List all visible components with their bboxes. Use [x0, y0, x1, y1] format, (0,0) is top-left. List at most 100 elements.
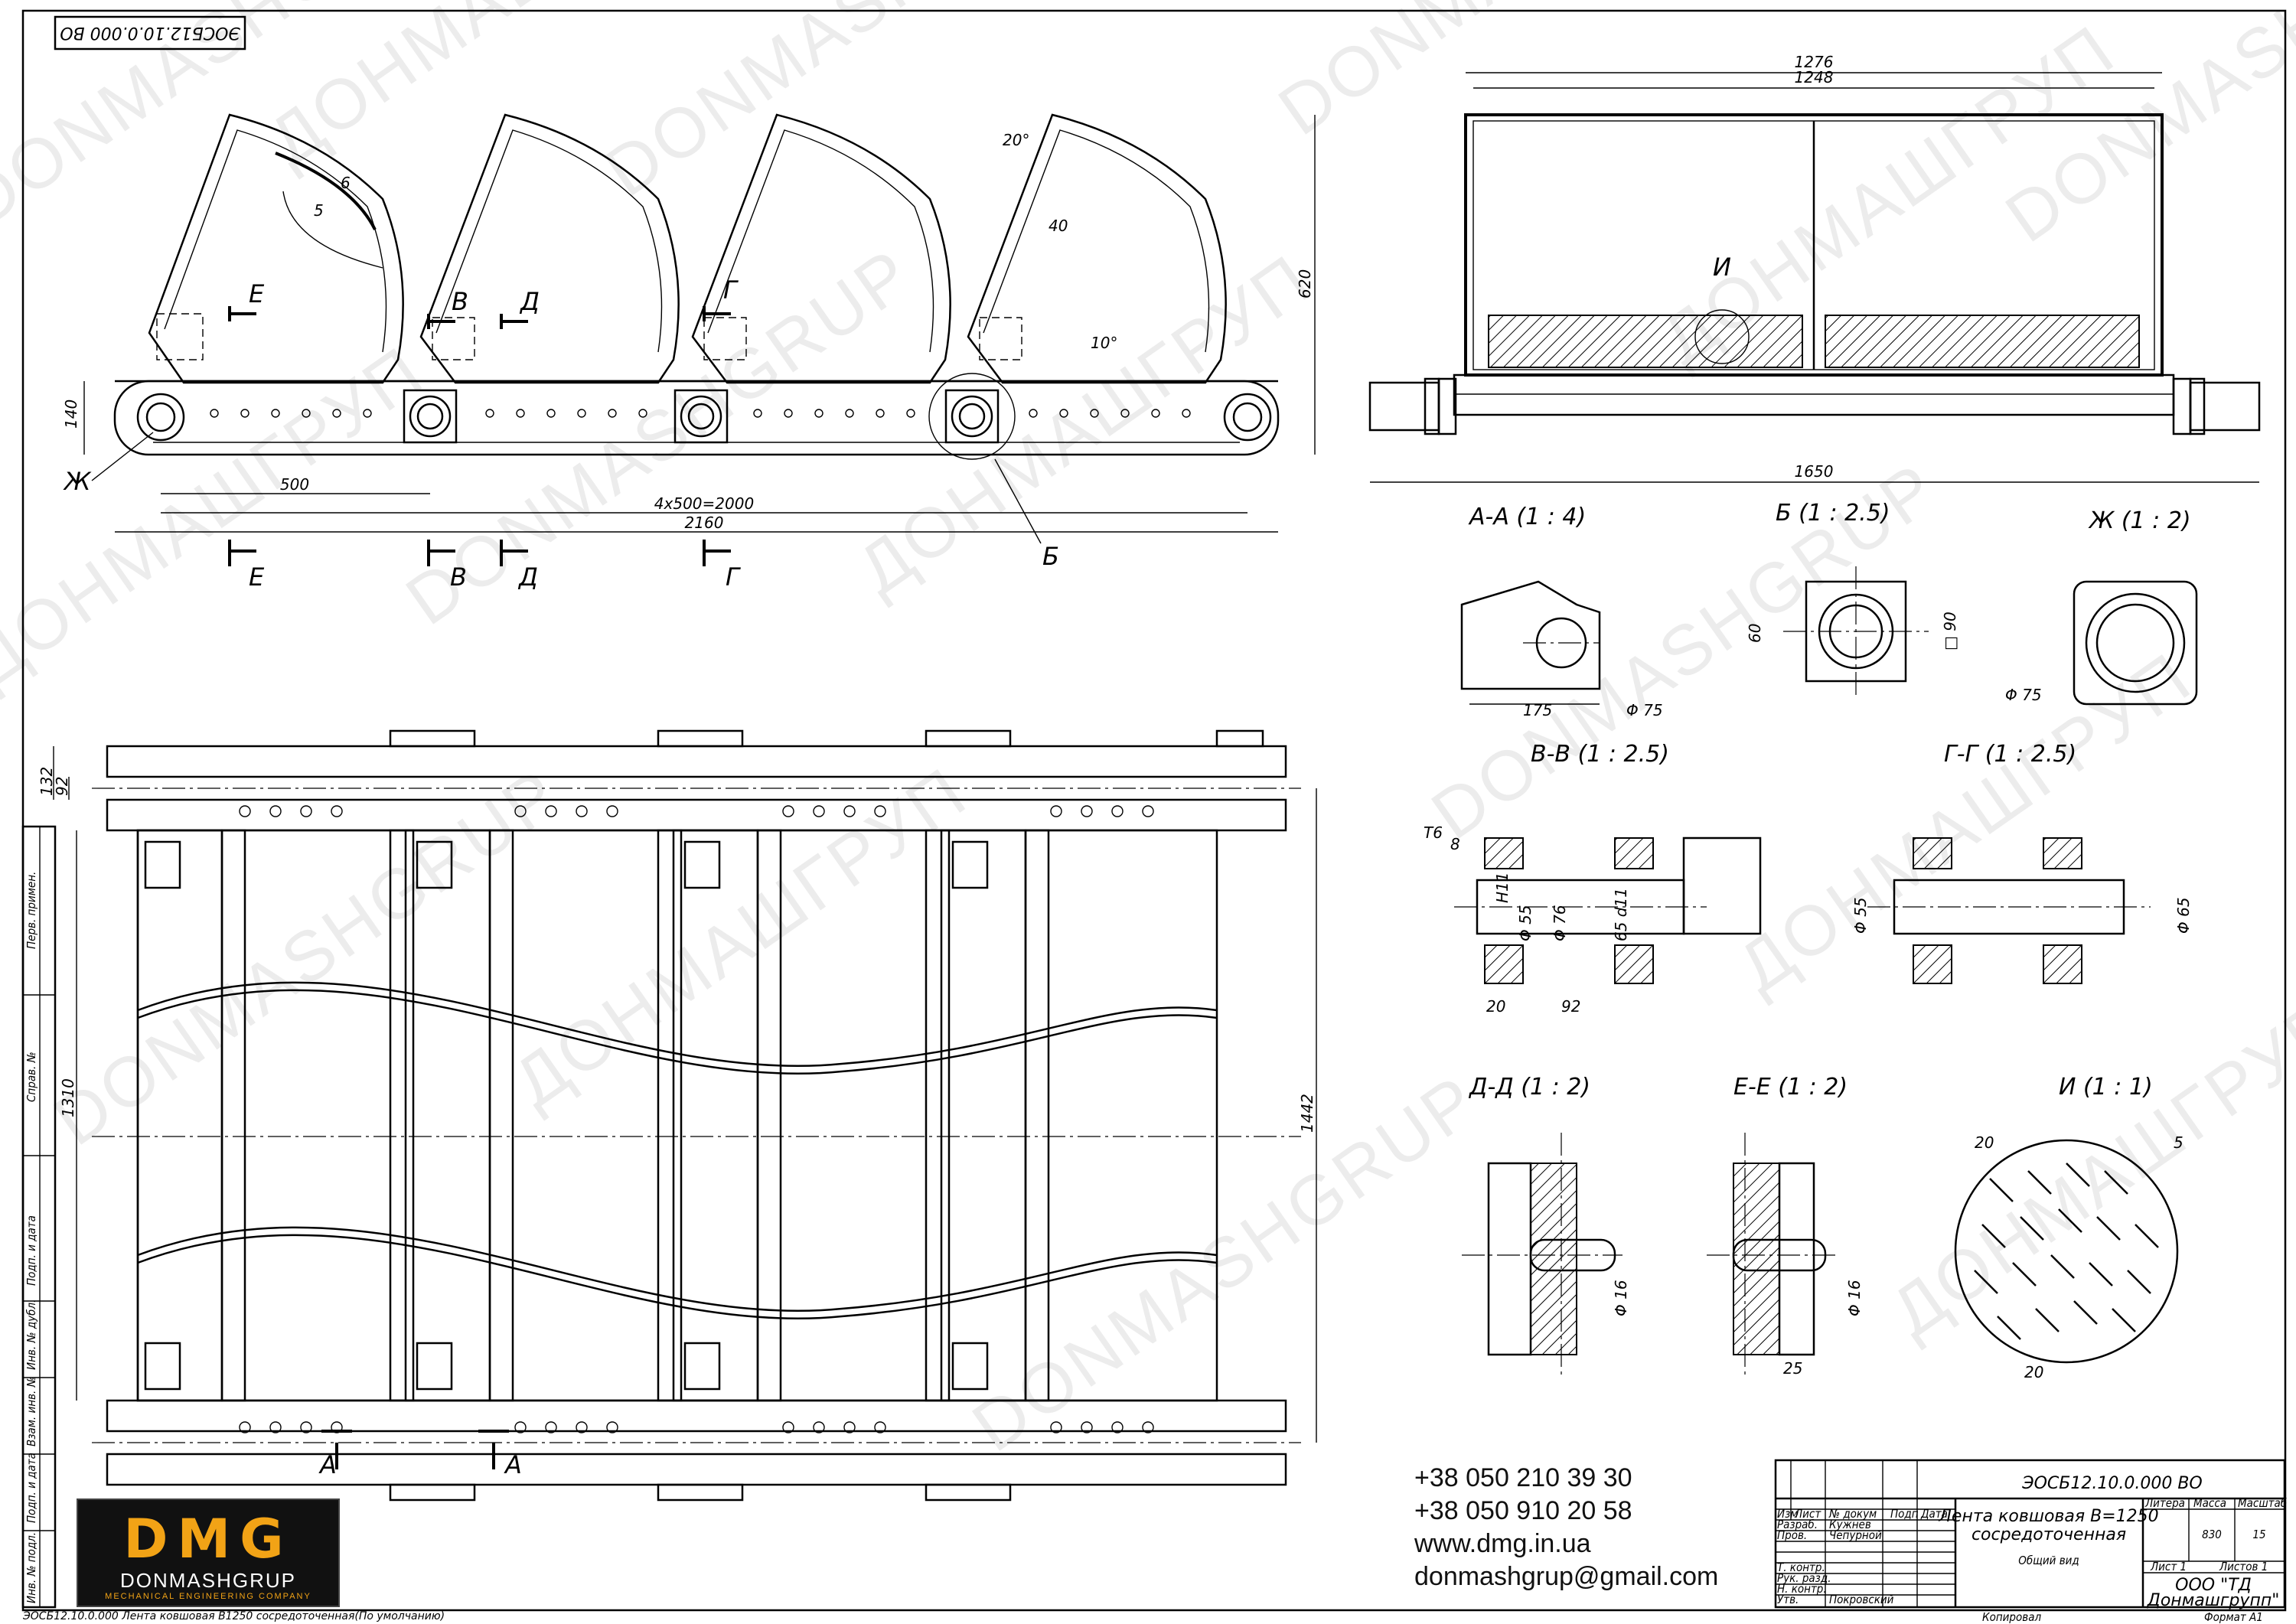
svg-text:20: 20: [2024, 1363, 2043, 1381]
sheet-border: [21, 9, 2287, 1612]
watermark: DONMASHGRUP: [1265, 0, 1799, 150]
svg-text:20°: 20°: [1003, 131, 1029, 149]
svg-text:Φ 75: Φ 75: [1626, 701, 1663, 719]
svg-text:Кужнев: Кужнев: [1829, 1518, 1871, 1531]
bucket: [967, 113, 1227, 384]
svg-text:Листов 1: Листов 1: [2219, 1560, 2268, 1573]
svg-text:Взам. инв. №: Взам. инв. №: [24, 1376, 38, 1446]
svg-text:□ 90: □ 90: [1941, 611, 1959, 651]
svg-text:Е: Е: [249, 279, 265, 308]
drawing-code-rotated: ЭОСБ12.10.0.000 ВО: [60, 23, 241, 42]
svg-text:40: 40: [1049, 217, 1068, 235]
view-title: А-А (1 : 4): [1468, 504, 1586, 530]
svg-text:1650: 1650: [1795, 462, 1834, 481]
watermark: DONMASHGRUP: [959, 1060, 1492, 1466]
svg-text:60: 60: [1746, 624, 1764, 643]
svg-text:Подп. и дата: Подп. и дата: [24, 1453, 38, 1523]
svg-text:Инв. № дубл.: Инв. № дубл.: [24, 1300, 38, 1370]
drawing-code-box: [54, 15, 246, 51]
svg-text:Копировал: Копировал: [1982, 1610, 2041, 1624]
svg-text:Дата: Дата: [1920, 1507, 1948, 1521]
svg-text:1276: 1276: [1795, 53, 1834, 71]
svg-text:132: 132: [38, 767, 56, 796]
svg-text:140: 140: [62, 399, 80, 429]
watermark: DONMASHGRUP: [592, 0, 1125, 211]
side-view: 500 4x500=2000 2160 140 620 20° 40 10° 5…: [62, 113, 1316, 592]
view-title: Б (1 : 2.5): [1776, 500, 1890, 527]
title-line-2: сосредоточенная: [1971, 1525, 2126, 1544]
svg-text:1310: 1310: [59, 1078, 77, 1117]
watermark: ДОНМАШГРУП: [1877, 982, 2296, 1352]
svg-text:№ докум: № докум: [1828, 1507, 1877, 1521]
svg-text:В: В: [450, 563, 467, 592]
svg-text:Т6: Т6: [1424, 823, 1443, 842]
watermark: DONMASHGRUP: [41, 754, 574, 1160]
svg-text:Литера: Литера: [2144, 1496, 2185, 1510]
svg-text:Покровский: Покровский: [1829, 1593, 1894, 1606]
svg-text:Е: Е: [249, 563, 265, 592]
svg-text:Н. контр.: Н. контр.: [1777, 1582, 1827, 1596]
website-link[interactable]: www.dmg.in.ua: [1414, 1529, 1591, 1558]
logo-tagline: MECHANICAL ENGINEERING COMPANY: [105, 1592, 311, 1601]
svg-text:Г: Г: [726, 563, 741, 592]
section-b: Б (1 : 2.5) 60 □ 90: [1746, 500, 1959, 696]
svg-text:Разраб.: Разраб.: [1777, 1518, 1818, 1531]
svg-text:Масштаб: Масштаб: [2238, 1496, 2287, 1510]
plan-view: 92 132 1310 1442 А А: [38, 729, 1317, 1502]
title-block: ЭОСБ12.10.0.000 ВО Литера Масса Масштаб …: [1774, 1459, 2287, 1624]
svg-text:Справ. №: Справ. №: [24, 1052, 38, 1102]
watermark: ДОНМАШГРУП: [0, 331, 438, 701]
svg-text:Чепурной: Чепурной: [1829, 1528, 1882, 1542]
svg-text:92: 92: [1561, 997, 1580, 1016]
svg-text:Б: Б: [1042, 542, 1059, 571]
bucket: [691, 113, 951, 384]
svg-text:Подп. и дата: Подп. и дата: [24, 1215, 38, 1286]
side-strip: Перв. примен. Справ. № Подп. и дата Инв.…: [21, 825, 57, 1609]
svg-text:Д: Д: [519, 287, 540, 316]
svg-text:5: 5: [314, 201, 324, 220]
view-title: В-В (1 : 2.5): [1531, 741, 1669, 768]
section-gg: Г-Г (1 : 2.5) Φ 55 Φ 65: [1851, 741, 2193, 984]
svg-text:10°: 10°: [1091, 334, 1117, 352]
svg-text:Изм: Изм: [1777, 1507, 1798, 1521]
svg-text:Φ 65: Φ 65: [2174, 897, 2193, 934]
email-link[interactable]: donmashgrup@gmail.com: [1414, 1562, 1719, 1591]
company-line-1: ООО "ТД: [2175, 1576, 2252, 1595]
watermark: ДОНМАШГРУП: [1724, 638, 2206, 1007]
svg-text:Лист: Лист: [1794, 1507, 1821, 1521]
svg-text:Г: Г: [723, 276, 739, 305]
title-line-1: Лента ковшовая В=1250: [1938, 1507, 2158, 1526]
svg-text:Формат А1: Формат А1: [2204, 1610, 2263, 1624]
view-title: Е-Е (1 : 2): [1733, 1074, 1848, 1101]
svg-text:Д: Д: [517, 563, 538, 592]
section-zh: Ж (1 : 2) Φ 75: [2005, 507, 2198, 706]
mass-value: 830: [2202, 1528, 2222, 1541]
svg-text:Φ 76: Φ 76: [1551, 905, 1569, 941]
svg-text:20: 20: [1486, 997, 1505, 1016]
svg-text:175: 175: [1523, 701, 1552, 719]
svg-text:92: 92: [53, 777, 71, 796]
svg-text:Φ 55: Φ 55: [1851, 897, 1870, 934]
svg-text:Φ 55: Φ 55: [1516, 905, 1534, 941]
svg-text:1248: 1248: [1795, 68, 1834, 86]
phone-1: +38 050 210 39 30: [1414, 1463, 1632, 1492]
section-aa: А-А (1 : 4) 175 Φ 75: [1460, 504, 1663, 719]
svg-text:Рук. разд.: Рук. разд.: [1777, 1571, 1831, 1585]
section-ee: Е-Е (1 : 2) Φ 16 25: [1707, 1074, 1864, 1378]
svg-text:Инв. № подл.: Инв. № подл.: [24, 1532, 38, 1603]
svg-text:65 d11: 65 d11: [1612, 888, 1630, 941]
svg-text:Пров.: Пров.: [1777, 1528, 1807, 1542]
svg-text:1442: 1442: [1298, 1094, 1316, 1133]
svg-text:Φ 75: Φ 75: [2005, 686, 2042, 704]
svg-text:620: 620: [1296, 269, 1314, 298]
view-title: Ж (1 : 2): [2088, 507, 2191, 534]
svg-text:5: 5: [2174, 1133, 2183, 1152]
section-dd: Д-Д (1 : 2) Φ 16: [1462, 1074, 1630, 1378]
watermark: ДОНМАШГРУП: [500, 752, 981, 1122]
file-caption: ЭОСБ12.10.0.000 Лента ковшовая В1250 сос…: [23, 1610, 445, 1622]
company-logo: DMG DONMASHGRUP MECHANICAL ENGINEERING C…: [77, 1498, 340, 1607]
svg-text:Утв.: Утв.: [1777, 1593, 1799, 1606]
watermark-layer: DONMASHGRUP ДОНМАШГРУП DONMASHGRUP DONMA…: [0, 0, 2296, 1466]
